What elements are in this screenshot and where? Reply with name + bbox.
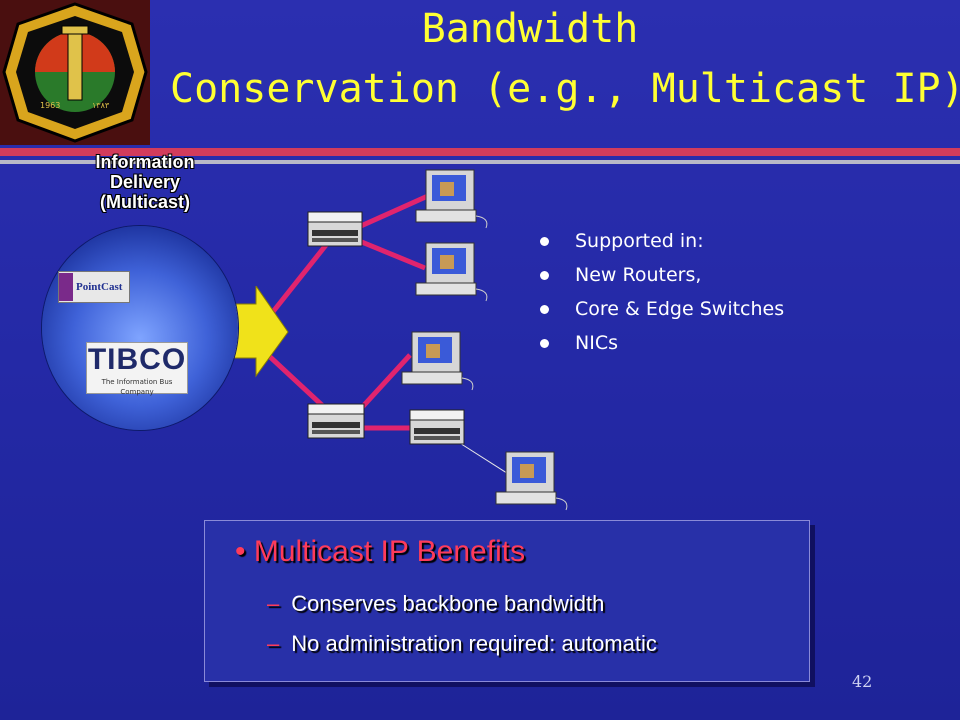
information-delivery-label: Information Delivery (Multicast) xyxy=(70,152,220,212)
tibco-tagline: The Information Bus Company xyxy=(101,378,173,396)
title-divider-red xyxy=(0,148,960,156)
tibco-logo: TIBCO The Information Bus Company xyxy=(86,342,188,396)
pc-4-icon xyxy=(495,451,568,511)
svg-text:١٣٨٣: ١٣٨٣ xyxy=(92,101,110,110)
pointcast-logo: PointCast xyxy=(58,271,130,303)
pc-2-icon xyxy=(415,242,488,302)
university-seal-icon: 1963 ١٣٨٣ xyxy=(0,0,150,145)
pc-1-icon xyxy=(415,169,488,229)
slide-title-line-1: Bandwidth xyxy=(421,6,639,52)
benefits-box: • Multicast IP Benefits –Conserves backb… xyxy=(204,520,810,682)
info-label-line-3: (Multicast) xyxy=(100,192,190,212)
slide-title-line-2: Conservation (e.g., Multicast IP) xyxy=(170,66,960,112)
support-list-item: New Routers, xyxy=(540,258,784,292)
benefit-item: –Conserves backbone bandwidth xyxy=(267,591,605,616)
benefits-heading: • Multicast IP Benefits xyxy=(235,535,526,568)
information-source-globe xyxy=(42,226,238,430)
support-list-item: Core & Edge Switches xyxy=(540,292,784,326)
bullet-icon xyxy=(540,304,549,314)
pointcast-mark-icon xyxy=(59,273,73,301)
dash-bullet-icon: – xyxy=(267,591,280,616)
edge-switch xyxy=(409,409,465,445)
link-router-pc-1 xyxy=(350,192,432,233)
svg-text:1963: 1963 xyxy=(40,101,60,110)
router-bottom xyxy=(307,403,365,439)
bullet-icon xyxy=(540,236,549,246)
bullet-icon xyxy=(540,270,549,280)
pointcast-label: PointCast xyxy=(76,281,123,293)
page-number: 42 xyxy=(852,672,873,691)
university-seal-logo: 1963 ١٣٨٣ xyxy=(0,0,150,145)
link-source-router-top xyxy=(266,238,332,320)
router-top xyxy=(307,211,363,247)
bullet-icon xyxy=(540,338,549,348)
info-label-line-2: Delivery xyxy=(109,172,181,192)
multicast-arrow-icon xyxy=(230,286,289,378)
benefit-item: –No administration required: automatic xyxy=(267,631,657,656)
tibco-label: TIBCO xyxy=(87,343,187,376)
dash-bullet-icon: – xyxy=(267,631,280,656)
info-label-line-1: Information xyxy=(95,152,195,172)
title-divider-grey xyxy=(0,160,960,164)
link-router-pc-2 xyxy=(351,235,426,271)
benefits-bullet-icon: • xyxy=(235,535,254,568)
support-list: Supported in: New Routers, Core & Edge S… xyxy=(540,224,784,360)
support-list-item: NICs xyxy=(540,326,784,360)
pc-3-icon xyxy=(401,331,474,391)
link-switch-pc-4 xyxy=(454,439,511,476)
support-list-item: Supported in: xyxy=(540,224,784,258)
